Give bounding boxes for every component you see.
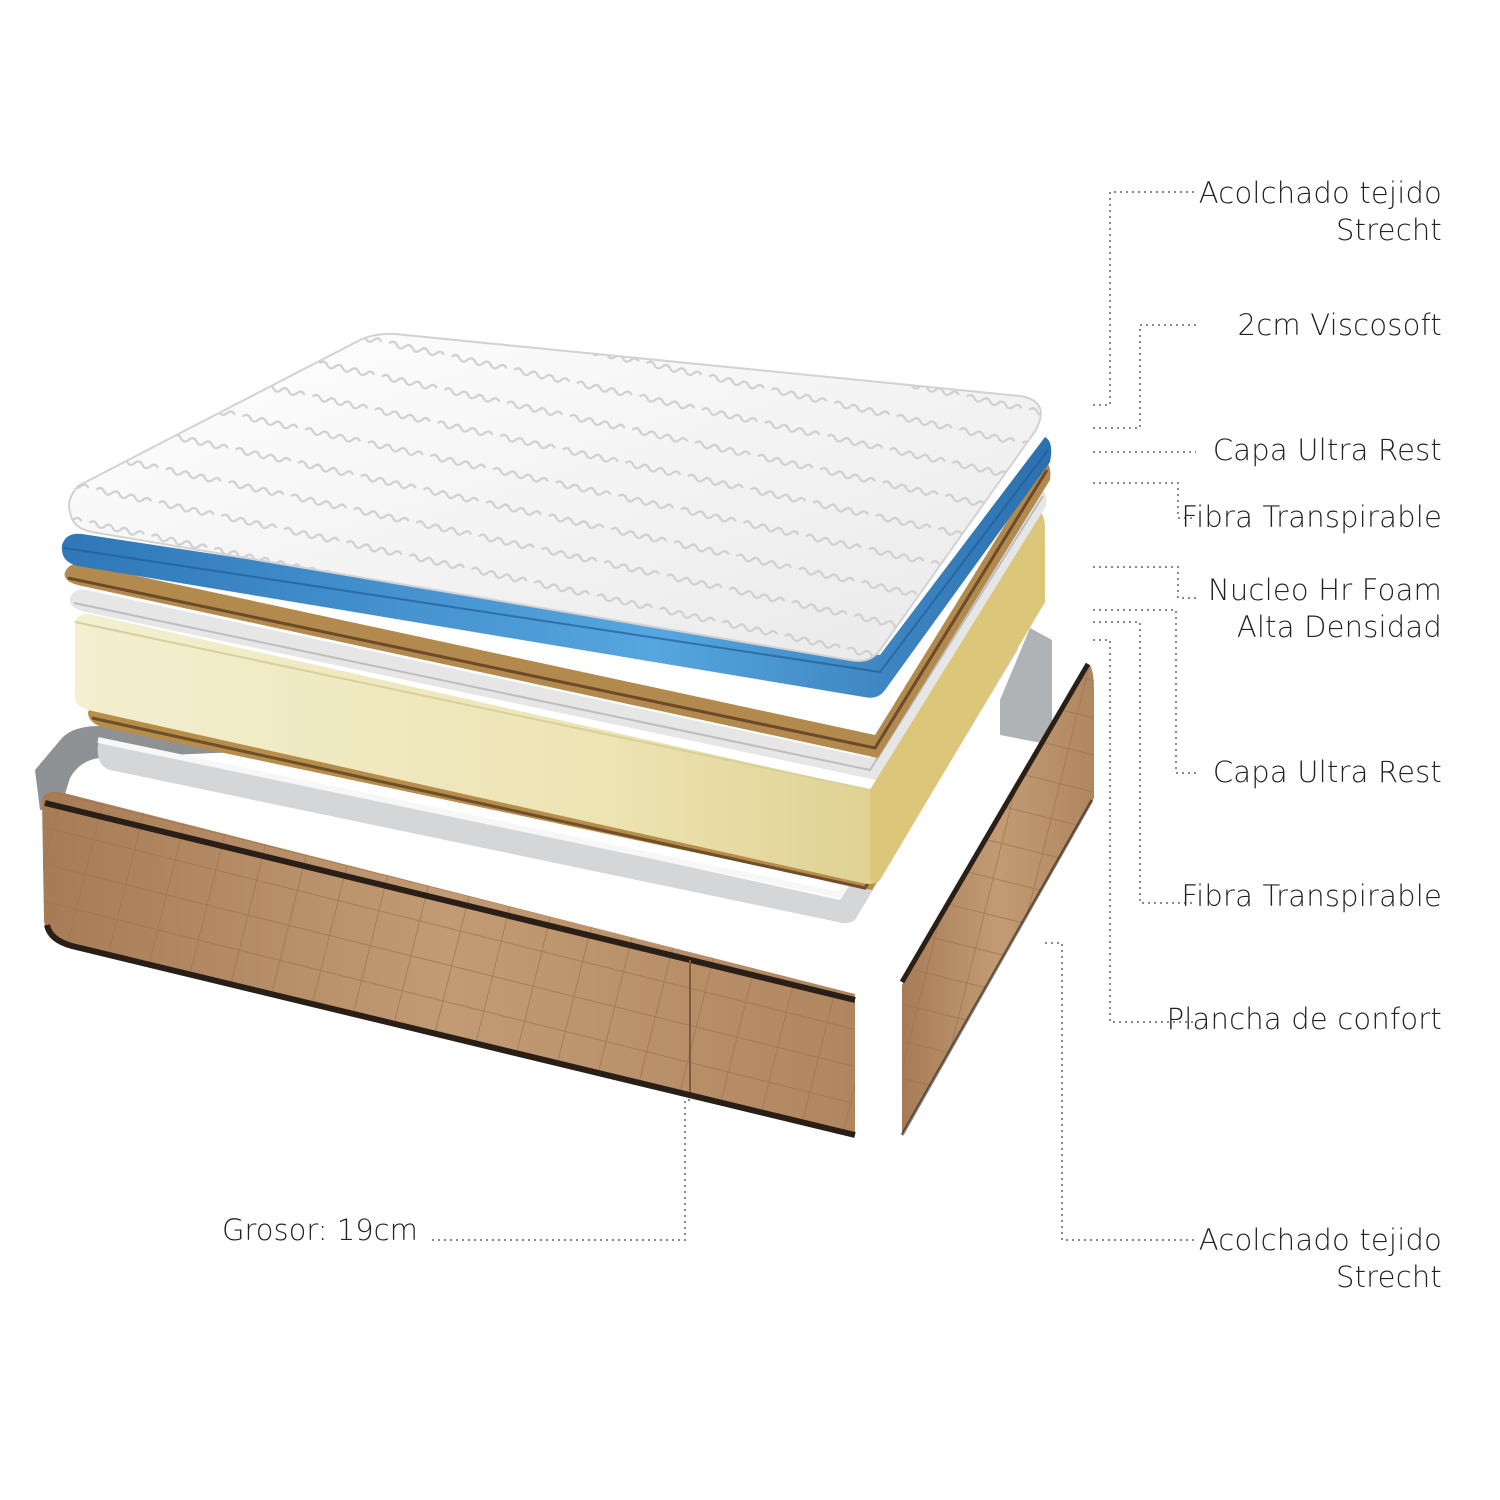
leader-core bbox=[1093, 566, 1196, 599]
label-comfort-plate: Plancha de confort bbox=[1166, 1002, 1442, 1036]
leader-thickness bbox=[430, 1099, 690, 1241]
leader-viscosoft bbox=[1093, 324, 1196, 429]
side-cover-right bbox=[899, 662, 1094, 1136]
label-core: Nucleo Hr Foam Alta Densidad bbox=[1207, 573, 1442, 644]
upper-fiber-layer bbox=[64, 460, 1051, 758]
leader-top-cover bbox=[1093, 191, 1196, 406]
core-foam-layer bbox=[74, 510, 1045, 884]
top-quilted-cover bbox=[68, 332, 1042, 662]
viscosoft-layer bbox=[61, 437, 1052, 698]
label-thickness: Grosor: 19cm bbox=[222, 1213, 418, 1247]
upper-ultra-rest-layer bbox=[69, 488, 1047, 780]
leader-ultra-rest-bottom bbox=[1093, 609, 1196, 774]
label-ultra-rest-top: Capa Ultra Rest bbox=[1212, 433, 1442, 467]
leader-fiber-bottom bbox=[1093, 621, 1196, 904]
label-viscosoft: 2cm Viscosoft bbox=[1237, 308, 1442, 342]
label-ultra-rest-bottom: Capa Ultra Rest bbox=[1212, 755, 1442, 789]
leader-fiber-top bbox=[1093, 482, 1196, 519]
label-fiber-top: Fibra Transpirable bbox=[1181, 500, 1442, 534]
leader-side-cover bbox=[1045, 942, 1196, 1241]
side-cover-front bbox=[42, 791, 856, 1138]
label-fiber-bottom: Fibra Transpirable bbox=[1181, 879, 1442, 913]
leader-lines bbox=[430, 191, 1196, 1241]
label-top-cover: Acolchado tejido Strecht bbox=[1198, 176, 1442, 247]
label-side-cover: Acolchado tejido Strecht bbox=[1198, 1223, 1442, 1294]
leader-comfort-plate bbox=[1093, 639, 1196, 1023]
